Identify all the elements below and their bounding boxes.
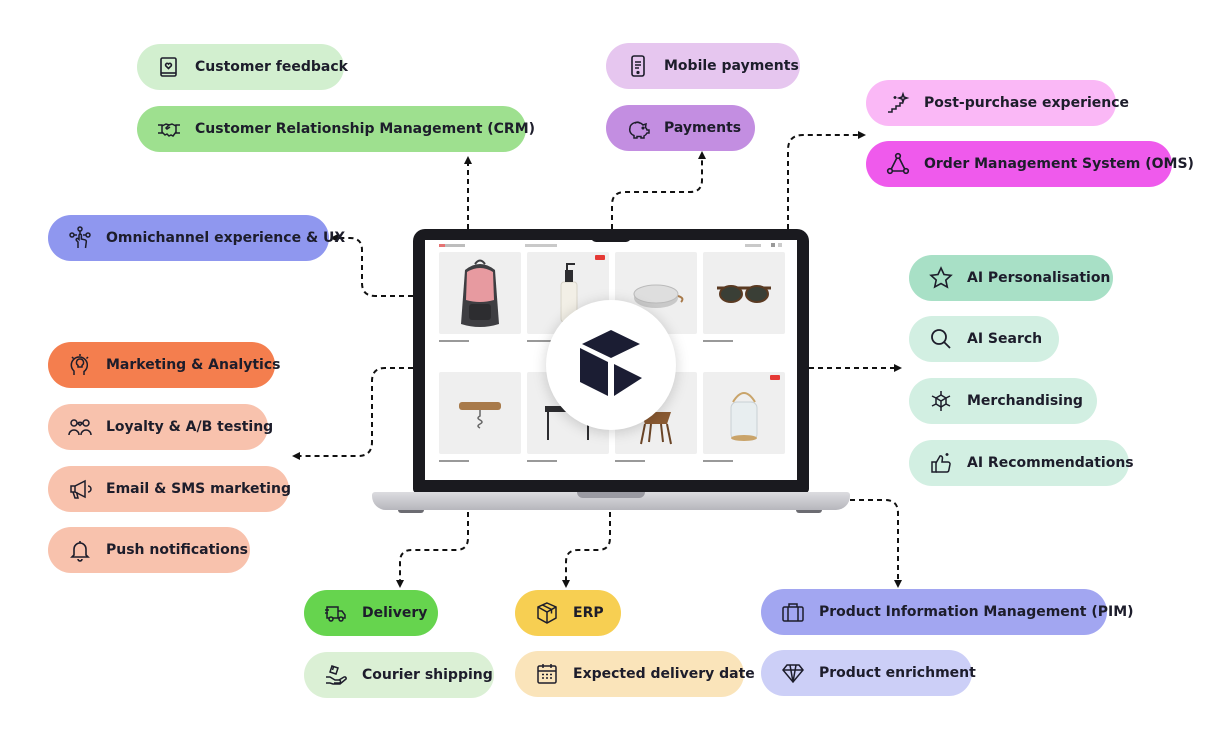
sale-badge [770, 375, 780, 380]
pill-label: Customer Relationship Management (CRM) [195, 121, 536, 137]
smartphone-icon [626, 54, 650, 78]
pill-label: Post-purchase experience [924, 95, 1130, 111]
laptop-foot [398, 510, 424, 513]
people-heart-icon [68, 415, 92, 439]
laptop-foot [796, 510, 822, 513]
product-caption [527, 338, 609, 344]
touch-network-icon [68, 226, 92, 250]
logo-badge [546, 300, 676, 430]
connector-delivery [396, 512, 469, 588]
pill-label: Push notifications [106, 542, 249, 558]
sparkle-stairs-icon [886, 91, 910, 115]
pill-erp[interactable]: ERP [515, 590, 621, 636]
connector-erp [562, 512, 611, 588]
pill-label: Delivery [362, 605, 428, 621]
laptop-base [372, 492, 850, 510]
camera-notch [591, 229, 631, 242]
book-heart-icon [157, 55, 181, 79]
pill-label: AI Search [967, 331, 1043, 347]
package-hand-icon [324, 663, 348, 687]
pill-delivery[interactable]: Delivery [304, 590, 438, 636]
network-triangle-icon [886, 152, 910, 176]
connector-pim [850, 499, 902, 588]
pill-email-sms[interactable]: Email & SMS marketing [48, 466, 291, 512]
sale-badge [595, 255, 605, 260]
product-caption [615, 458, 697, 464]
pill-label: Order Management System (OMS) [924, 156, 1194, 172]
product-caption [439, 338, 521, 344]
truck-icon [324, 601, 348, 625]
pill-pim[interactable]: Product Information Management (PIM) [761, 589, 1134, 635]
pill-label: Mobile payments [664, 58, 799, 74]
product-caption [439, 458, 521, 464]
pill-label: AI Recommendations [967, 455, 1134, 471]
pill-ai-search[interactable]: AI Search [909, 316, 1059, 362]
product-tile-sunglasses[interactable] [703, 252, 785, 334]
pill-post-purchase[interactable]: Post-purchase experience [866, 80, 1129, 126]
pill-label: Courier shipping [362, 667, 493, 683]
product-tile-backpack[interactable] [439, 252, 521, 334]
pill-expected-delivery[interactable]: Expected delivery date [515, 651, 755, 697]
pill-courier[interactable]: Courier shipping [304, 652, 494, 698]
pill-label: Merchandising [967, 393, 1083, 409]
search-icon [929, 327, 953, 351]
connector-omnichannel [330, 234, 413, 297]
pill-mobile-payments[interactable]: Mobile payments [606, 43, 800, 89]
pill-ai-personalisation[interactable]: AI Personalisation [909, 255, 1113, 301]
megaphone-icon [68, 477, 92, 501]
lightbulb-head-icon [68, 353, 92, 377]
pill-label: Customer feedback [195, 59, 348, 75]
pill-oms[interactable]: Order Management System (OMS) [866, 141, 1194, 187]
pill-marketing[interactable]: Marketing & Analytics [48, 342, 280, 388]
star-icon [929, 266, 953, 290]
pill-push[interactable]: Push notifications [48, 527, 250, 573]
pill-omnichannel[interactable]: Omnichannel experience & UX [48, 215, 345, 261]
pill-enrichment[interactable]: Product enrichment [761, 650, 976, 696]
product-caption [703, 458, 785, 464]
pill-merchandising[interactable]: Merchandising [909, 378, 1097, 424]
pill-label: Omnichannel experience & UX [106, 230, 346, 246]
pill-crm[interactable]: Customer Relationship Management (CRM) [137, 106, 535, 152]
thumbs-up-sparkle-icon [929, 451, 953, 475]
pill-label: Expected delivery date [573, 666, 755, 682]
diamond-icon [781, 661, 805, 685]
pill-label: Email & SMS marketing [106, 481, 291, 497]
pill-label: Product Information Management (PIM) [819, 604, 1134, 620]
connector-oms [787, 131, 866, 229]
connector-marketing [292, 367, 413, 460]
cube-logo-icon [578, 328, 644, 402]
connector-payments [611, 151, 706, 229]
box-icon [535, 601, 559, 625]
pill-label: Payments [664, 120, 742, 136]
pill-label: Marketing & Analytics [106, 357, 281, 373]
bell-icon [68, 538, 92, 562]
pill-loyalty[interactable]: Loyalty & A/B testing [48, 404, 273, 450]
pill-customer-feedback[interactable]: Customer feedback [137, 44, 348, 90]
briefcase-icon [781, 600, 805, 624]
pill-label: Product enrichment [819, 665, 976, 681]
pill-ai-recommendations[interactable]: AI Recommendations [909, 440, 1134, 486]
storefront-header [425, 240, 797, 252]
piggy-bank-icon [626, 116, 650, 140]
product-tile-corkscrew[interactable] [439, 372, 521, 454]
laptop-base-opening [577, 492, 645, 498]
pill-label: ERP [573, 605, 604, 621]
pill-label: Loyalty & A/B testing [106, 419, 274, 435]
product-caption [527, 458, 609, 464]
pill-payments[interactable]: Payments [606, 105, 755, 151]
handshake-icon [157, 117, 181, 141]
product-caption [703, 338, 785, 344]
calendar-icon [535, 662, 559, 686]
cube-network-icon [929, 389, 953, 413]
pill-label: AI Personalisation [967, 270, 1111, 286]
product-tile-lantern[interactable] [703, 372, 785, 454]
